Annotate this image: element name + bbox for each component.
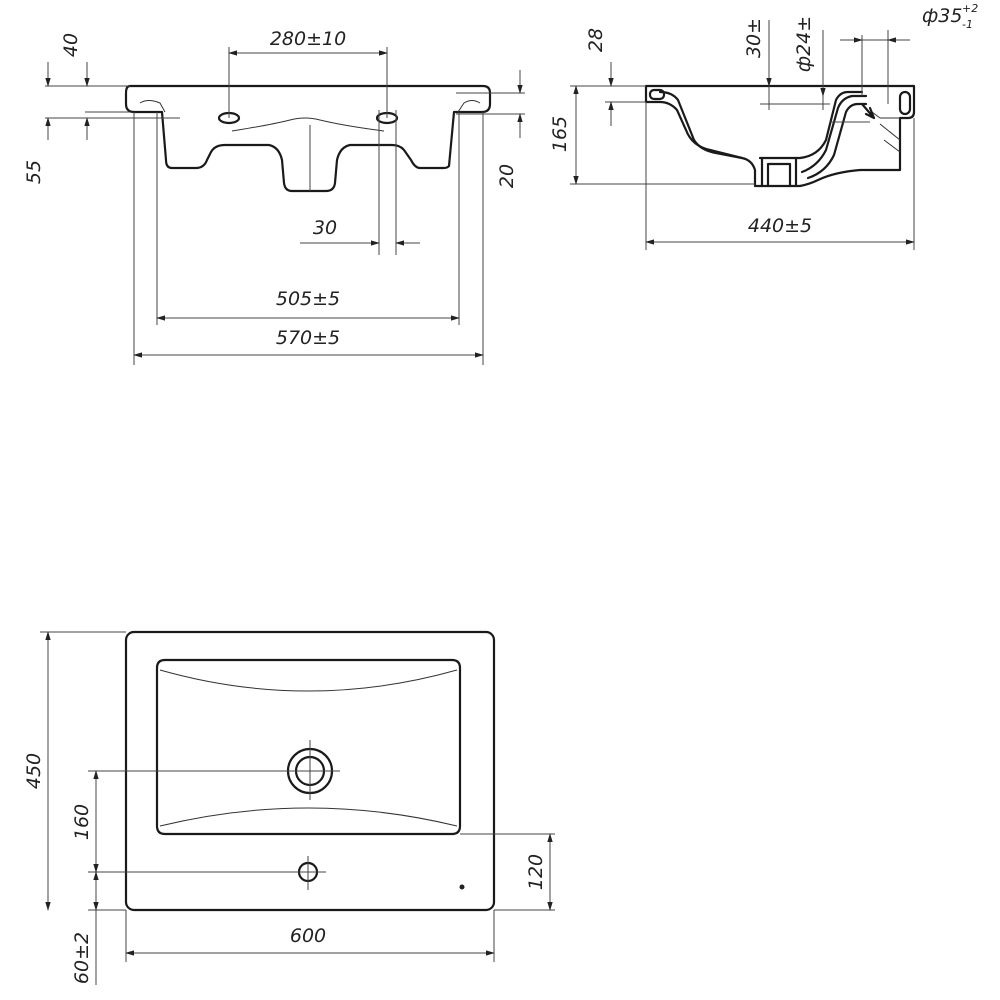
overflow-arrow-icon: [860, 102, 876, 120]
front-lip-icon: [648, 88, 666, 101]
top-extension-lines: [40, 631, 555, 962]
label-inner-width: 505±5: [276, 288, 340, 310]
label-height: 165: [549, 116, 571, 152]
side-basin-outline: [644, 84, 916, 188]
overflow-hole-icon: [898, 90, 912, 116]
label-overflow-diameter: ф35: [922, 5, 962, 27]
side-view: 28 165 30± ф24± ф35 +2 -1 440±5: [549, 2, 978, 250]
label-back-offset: 60±2: [71, 932, 93, 984]
label-drain-diameter: ф24±: [793, 16, 815, 72]
label-drain-offset: 160: [71, 804, 93, 840]
label-rim: 28: [585, 28, 607, 52]
front-extension-lines: [45, 47, 525, 365]
label-outer-width: 570±5: [276, 327, 340, 349]
label-overflow-tol-lower: -1: [962, 18, 973, 31]
top-bowl-curve-bottom: [159, 807, 458, 827]
front-basin-outline: [124, 84, 492, 193]
label-depth: 440±5: [748, 215, 812, 237]
front-view: 280±10 40 55 20 30 505±5 570±5: [23, 28, 525, 365]
top-bowl-curve-top: [159, 669, 458, 692]
label-overflow-height: 30±: [743, 18, 765, 58]
label-tap-offset: 120: [525, 854, 547, 890]
side-overflow-channel: [800, 94, 868, 180]
corner-dot-icon: [459, 884, 465, 890]
label-hole-diameter: 30: [313, 217, 337, 239]
side-extension-lines: [570, 20, 915, 250]
front-bowl-line: [139, 100, 481, 132]
top-view: 450 160 60±2 120 600: [23, 630, 555, 985]
label-faucet-spacing: 280±10: [270, 28, 346, 50]
label-depth-right: 20: [496, 164, 518, 188]
side-bowl-line: [658, 90, 864, 160]
label-top-depth: 450: [23, 753, 45, 789]
label-overflow-tol-upper: +2: [962, 2, 978, 15]
top-bowl-outline: [155, 658, 462, 836]
label-top-width: 600: [290, 925, 326, 947]
side-drain: [760, 156, 798, 188]
side-hatch: [871, 111, 901, 153]
label-depth-left: 55: [23, 160, 45, 184]
label-rim-height: 40: [60, 33, 82, 57]
